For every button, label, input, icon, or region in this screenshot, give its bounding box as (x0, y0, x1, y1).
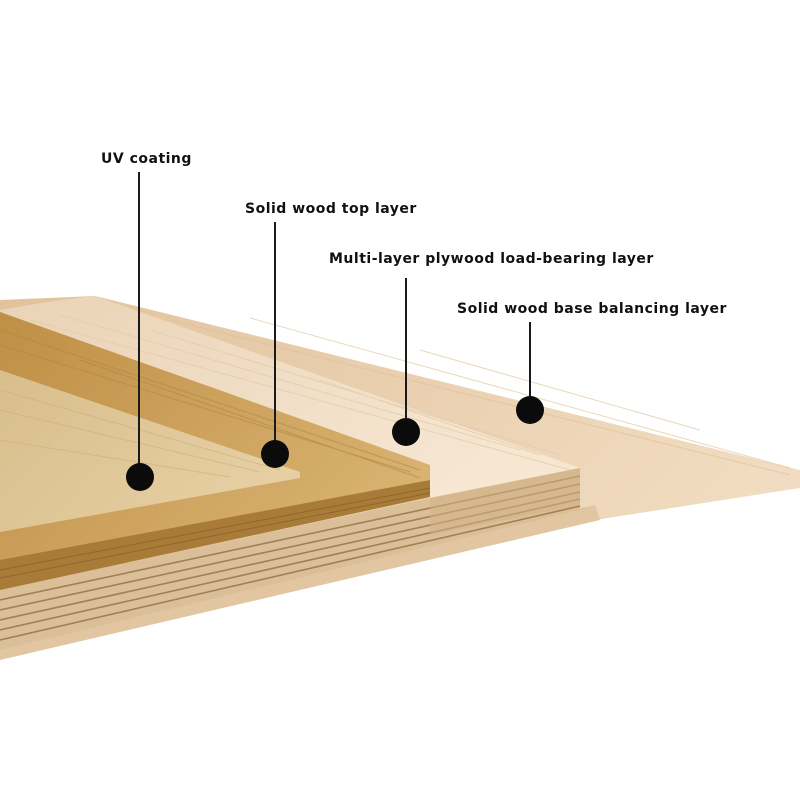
solid-wood-top-marker-icon (261, 440, 289, 468)
base-balancing-label: Solid wood base balancing layer (457, 301, 727, 317)
plywood-edge-end (430, 468, 580, 535)
plywood-layer-label: Multi-layer plywood load-bearing layer (329, 251, 654, 267)
base-layer-edge (0, 505, 600, 660)
oak-edge-grain (0, 487, 431, 579)
uv-coating-label: UV coating (101, 151, 192, 167)
plywood-layer (0, 296, 581, 650)
solid-wood-top-label: Solid wood top layer (245, 201, 417, 217)
oak-grain (0, 329, 421, 479)
plywood-top-face (0, 296, 580, 498)
plywood-plies (0, 475, 581, 641)
uv-coated-panel (0, 370, 300, 532)
base-layer-marker-icon (516, 396, 544, 424)
uv-coating-marker-icon (126, 463, 154, 491)
base-layer-grain (169, 317, 791, 476)
plywood-marker-icon (392, 418, 420, 446)
plywood-grain (29, 314, 571, 471)
